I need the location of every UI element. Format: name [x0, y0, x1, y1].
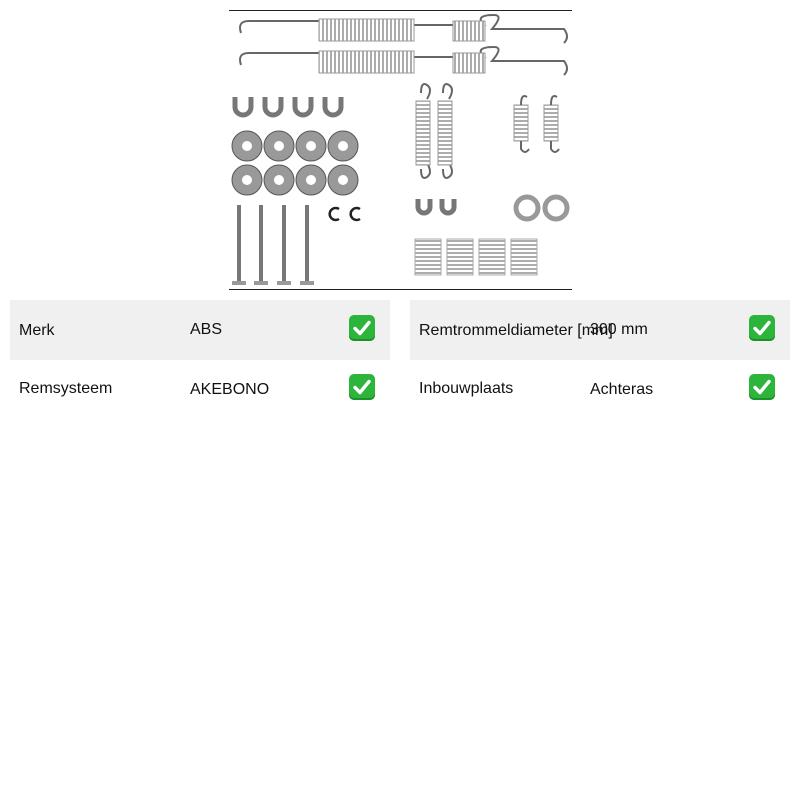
spec-label: Merk: [19, 322, 55, 339]
product-image: [229, 10, 572, 290]
spec-table-left: Merk ABS Remsysteem AKEBONO: [10, 300, 390, 420]
spec-label: Inbouwplaats: [419, 380, 514, 397]
spec-table-right: Remtrommeldiameter [mm] 300 mm Inbouwpla…: [410, 300, 790, 420]
spec-row: Remsysteem AKEBONO: [10, 360, 390, 420]
spec-row: Merk ABS: [10, 300, 390, 360]
check-mark-icon: [349, 374, 375, 400]
spec-value: 300 mm: [590, 321, 648, 338]
check-mark-icon: [749, 315, 775, 341]
spec-value: ABS: [190, 321, 223, 338]
check-mark-icon: [749, 374, 775, 400]
spec-label: Remsysteem: [19, 380, 113, 397]
spec-value: AKEBONO: [190, 381, 270, 398]
spec-label: Remtrommeldiameter [mm]: [419, 322, 613, 339]
spec-value: Achteras: [590, 381, 654, 398]
brake-kit-illustration-icon: [231, 13, 570, 285]
spec-row: Inbouwplaats Achteras: [410, 360, 790, 420]
spec-row: Remtrommeldiameter [mm] 300 mm: [410, 300, 790, 360]
check-mark-icon: [349, 315, 375, 341]
